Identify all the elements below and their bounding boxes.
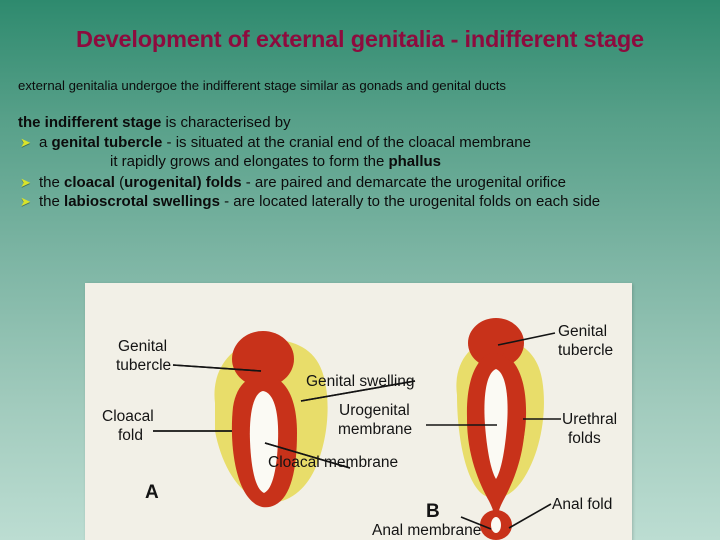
seg-bold: cloacal [64,174,115,192]
bullet-text: the labioscrotal swellings - are located… [39,193,600,210]
seg-bold: labioscrotal swellings [64,193,220,211]
sub-line-text: it rapidly grows and elongates to form t… [110,153,389,171]
label-genital-tubercle-b-line1: Genital [558,323,607,340]
sub-line-bold: phallus [388,153,441,171]
embryology-diagram: A Genital tubercle Cloacal fold Genital … [85,283,632,540]
bullet-item-labioscrotal-swellings: ➤ the labioscrotal swellings - are locat… [18,194,702,209]
subtitle-line: external genitalia undergoe the indiffer… [18,78,507,93]
panel-a-drawing: A [145,331,328,508]
seg-plain: ( [114,174,125,192]
seg-plain: - are located laterally to the urogenita… [219,193,601,211]
label-genital-tubercle-a-line2: tubercle [116,357,171,374]
leader-anal-fold [508,503,552,529]
label-urogenital-membrane-line1: Urogenital [339,402,410,419]
cloacal-membrane-shape [249,391,279,493]
seg-bold: urogenital) folds [124,174,242,192]
bullet-item-genital-tubercle: ➤ a genital tubercle - is situated at th… [18,135,702,150]
panel-b-drawing: B [426,318,544,540]
panel-b-labels: Genital tubercle Urogenital membrane Ure… [338,323,617,539]
label-genital-swelling: Genital swelling [306,373,415,390]
leader-anal-membrane [460,516,492,530]
seg-bold: genital tubercle [51,134,163,152]
leader-genital-tubercle-b [497,332,556,346]
intro-rest: is characterised by [161,114,291,132]
bullet-item-cloacal-folds: ➤ the cloacal (urogenital) folds - are p… [18,175,702,190]
label-cloacal-fold-line1: Cloacal [102,408,154,425]
intro-bold: the indifferent stage [18,114,162,132]
panel-a-letter: A [145,482,159,503]
sub-line-phallus: it rapidly grows and elongates to form t… [18,154,702,169]
leader-cloacal-membrane-overlay [264,442,351,469]
label-urethral-folds-line2: folds [568,430,601,447]
panel-a-leader-overlay [153,364,416,469]
bullet-arrow-icon: ➤ [20,175,31,191]
label-anal-membrane: Anal membrane [372,522,481,539]
label-urogenital-membrane-line2: membrane [338,421,412,438]
page-title: Development of external genitalia - indi… [76,26,644,52]
panel-b-letter: B [426,501,440,522]
figure-image-panel: A Genital tubercle Cloacal fold Genital … [85,283,632,540]
genital-tubercle-shape [232,331,294,387]
bullet-text: the cloacal (urogenital) folds - are pai… [39,174,566,191]
seg-plain: - are paired and demarcate the urogenita… [241,174,566,192]
seg-plain: - is situated at the cranial end of the … [162,134,531,152]
anal-membrane-shape [491,517,501,533]
label-urethral-folds-line1: Urethral [562,411,617,428]
leader-genital-swelling-a-overlay [300,380,416,402]
label-genital-tubercle-a-line1: Genital [118,338,167,355]
seg-plain: the [39,174,65,192]
seg-plain: a [39,134,52,152]
leader-genital-tubercle-a-overlay [172,364,262,372]
label-cloacal-fold-line2: fold [118,427,143,444]
body-text-block: external genitalia undergoe the indiffer… [18,79,702,213]
urogenital-membrane-shape [484,369,508,479]
bullet-arrow-icon: ➤ [20,194,31,210]
label-anal-fold: Anal fold [552,496,612,513]
seg-plain: the [39,193,65,211]
label-genital-tubercle-b-line2: tubercle [558,342,613,359]
bullet-arrow-icon: ➤ [20,135,31,151]
intro-line: the indifferent stage is characterised b… [18,115,702,130]
bullet-text: a genital tubercle - is situated at the … [39,134,531,151]
genital-tubercle-shape-b [468,318,524,368]
